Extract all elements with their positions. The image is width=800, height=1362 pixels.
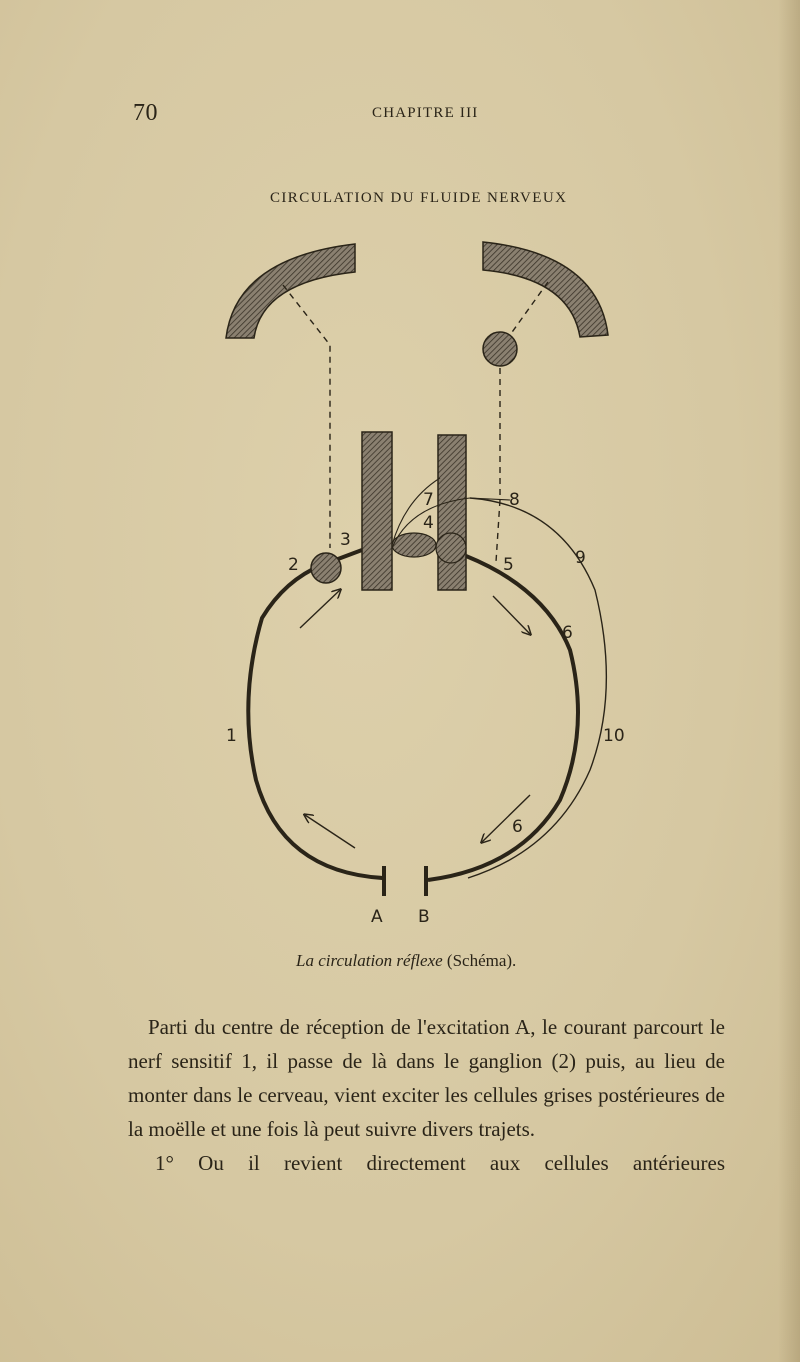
caption-italic: La circulation réflexe <box>296 951 443 970</box>
cortical-cell <box>482 331 518 367</box>
fibre-path-7 <box>391 477 441 546</box>
label-a: A <box>371 907 383 927</box>
label-8: 8 <box>509 490 520 510</box>
spinal-ganglion <box>310 552 342 584</box>
label-3: 3 <box>340 530 351 550</box>
page-edge-shadow <box>778 0 800 1362</box>
intercellular-bundle <box>391 532 437 558</box>
sensory-nerve-path <box>246 548 384 880</box>
body-text: Parti du centre de réception de l'excita… <box>128 1010 725 1180</box>
label-6-lower: 6 <box>512 817 523 837</box>
arrow-down-right <box>492 595 530 634</box>
running-head: CHAPITRE III <box>372 105 479 121</box>
fibre-path-8 <box>391 497 511 549</box>
right-cortex-arc <box>482 241 609 338</box>
motor-nerve-path <box>427 554 580 882</box>
label-9: 9 <box>575 548 586 568</box>
paragraph-2: 1° Ou il revient directement aux cellule… <box>155 1151 725 1175</box>
posterior-grey-column <box>361 431 393 591</box>
left-cortex-arc <box>225 243 356 339</box>
arrow-down-left <box>482 794 531 842</box>
figure-title: CIRCULATION DU FLUIDE NERVEUX <box>270 190 568 206</box>
label-b: B <box>418 907 430 927</box>
left-ascending-dashed-path <box>282 284 331 548</box>
page-number: 70 <box>133 100 158 126</box>
fibre-path-9-10 <box>467 497 608 879</box>
label-2: 2 <box>288 555 299 575</box>
anterior-cell <box>435 532 467 564</box>
label-4: 4 <box>423 513 434 533</box>
arrow-up-left <box>299 590 340 629</box>
reflex-circulation-diagram: 1 2 3 4 5 6 6 7 8 9 10 A B <box>225 241 625 927</box>
label-6-upper: 6 <box>562 623 573 643</box>
label-1: 1 <box>226 726 237 746</box>
anterior-grey-column <box>437 434 467 591</box>
figure-caption: La circulation réflexe (Schéma). <box>296 951 516 971</box>
label-5: 5 <box>503 555 514 575</box>
label-7: 7 <box>423 490 434 510</box>
caption-rest: (Schéma). <box>446 951 517 970</box>
label-10: 10 <box>603 726 625 746</box>
arrow-up-left-lower <box>305 815 356 849</box>
paragraph-1: Parti du centre de réception de l'excita… <box>128 1015 725 1141</box>
